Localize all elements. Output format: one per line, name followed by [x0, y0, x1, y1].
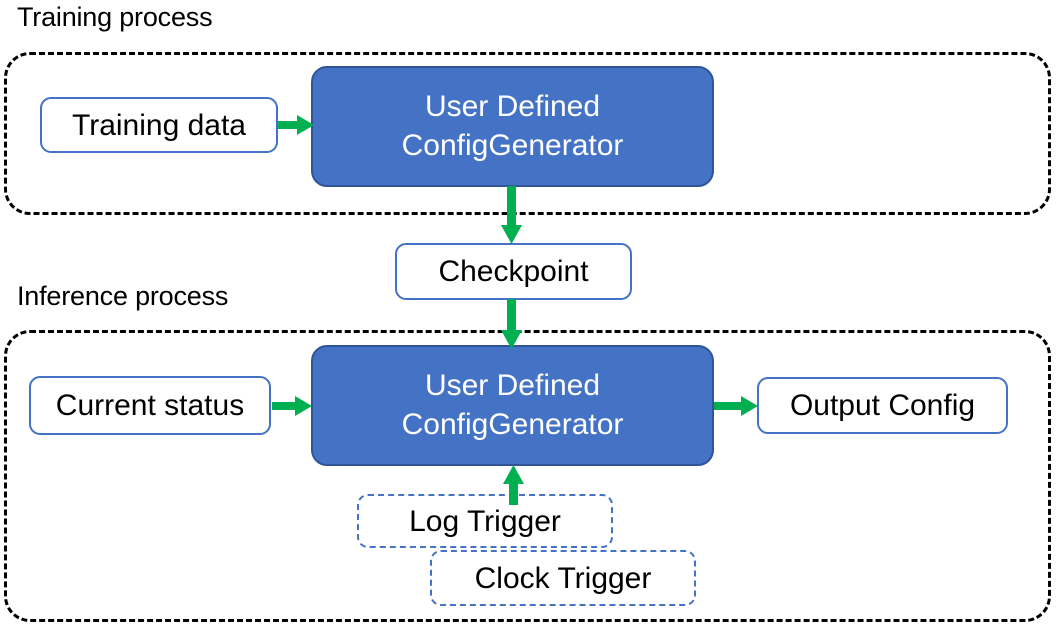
clock-trigger-box[interactable]: Clock Trigger	[430, 550, 696, 606]
checkpoint-label: Checkpoint	[438, 255, 589, 288]
checkpoint-box[interactable]: Checkpoint	[395, 243, 632, 300]
current-status-label: Current status	[55, 389, 245, 422]
arrow-current-status-to-generator	[272, 396, 312, 416]
training-config-generator-box[interactable]: User Defined ConfigGenerator	[311, 66, 714, 187]
inference-config-generator-box[interactable]: User Defined ConfigGenerator	[311, 345, 714, 466]
inference-generator-line1: User Defined	[424, 369, 601, 403]
training-generator-line1: User Defined	[424, 90, 601, 124]
log-trigger-box[interactable]: Log Trigger	[357, 494, 613, 548]
training-process-container	[4, 52, 1051, 215]
log-trigger-label: Log Trigger	[409, 504, 561, 538]
training-process-title: Training process	[17, 2, 213, 32]
clock-trigger-label: Clock Trigger	[474, 561, 652, 595]
inference-process-title: Inference process	[17, 281, 229, 311]
output-config-label: Output Config	[789, 389, 976, 422]
training-generator-line2: ConfigGenerator	[401, 128, 624, 162]
training-data-box[interactable]: Training data	[40, 97, 278, 153]
arrow-log-trigger-to-generator	[503, 465, 524, 505]
output-config-box[interactable]: Output Config	[757, 377, 1008, 434]
arrow-training-data-to-generator	[278, 115, 314, 135]
arrow-generator-to-output-config	[714, 396, 758, 416]
inference-process-container	[4, 330, 1051, 622]
inference-generator-line2: ConfigGenerator	[401, 407, 624, 441]
arrow-checkpoint-to-inference-generator	[501, 299, 522, 349]
training-data-label: Training data	[72, 108, 246, 142]
current-status-box[interactable]: Current status	[29, 376, 271, 435]
arrow-generator-to-checkpoint	[501, 186, 522, 244]
